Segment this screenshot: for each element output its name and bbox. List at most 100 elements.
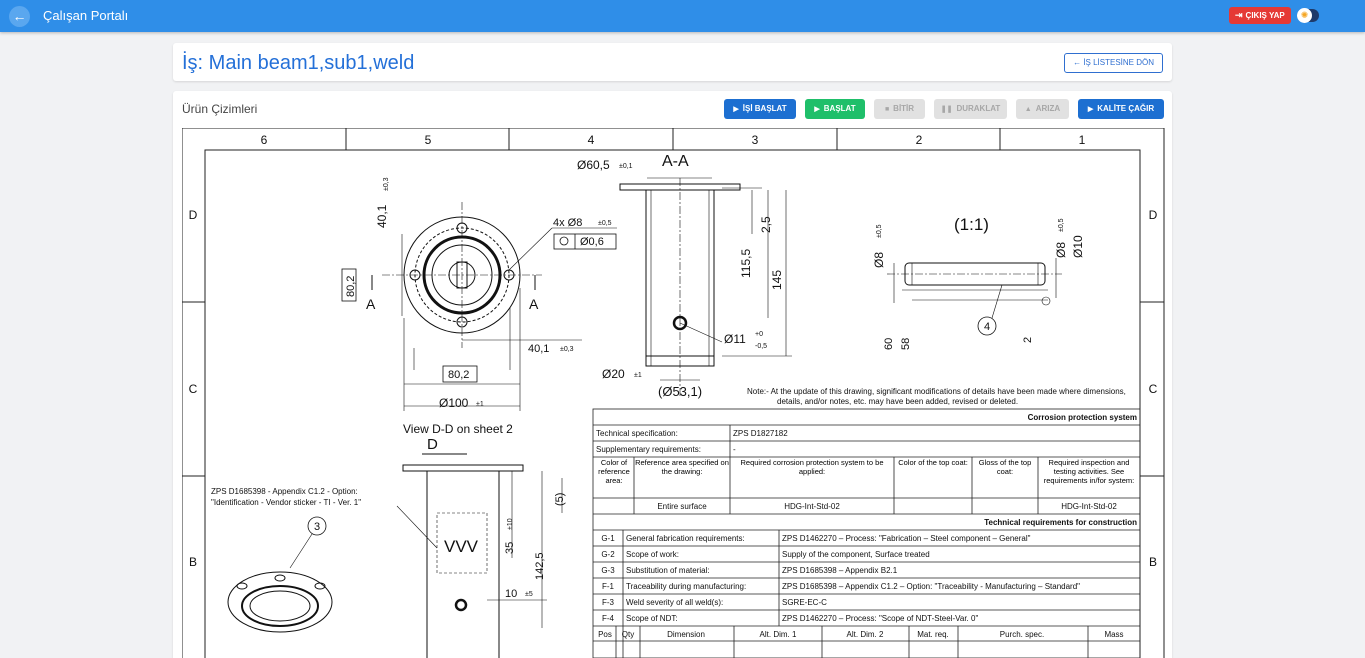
balloon-3-label: 3 <box>314 521 320 533</box>
req-label: Scope of work: <box>626 550 679 559</box>
view-dd-label: View D-D on sheet 2 <box>403 422 513 436</box>
pin-dia-10: Ø10 <box>1071 235 1085 258</box>
col-header-top-color: Color of the top coat: <box>898 458 968 467</box>
action-bar: ▶İŞİ BAŞLAT ▶BAŞLAT ■BİTİR ❚❚DURAKLAT ▲A… <box>724 99 1164 119</box>
bom-col-qty: Qty <box>622 630 634 639</box>
dim-2-5: 2,5 <box>759 216 773 233</box>
req-label: Substitution of material: <box>626 566 710 575</box>
ident-note-line2: "Identification - Vendor sticker - TI - … <box>211 498 361 507</box>
stop-icon: ■ <box>884 106 890 113</box>
column-label-2: 2 <box>916 133 923 147</box>
play-icon: ▶ <box>814 106 820 113</box>
bom-col-dimension: Dimension <box>667 630 705 639</box>
supp-label: Supplementary requirements: <box>596 445 701 454</box>
back-button[interactable]: ← <box>9 6 30 27</box>
tech-req-rows: G-1 General fabrication requirements: ZP… <box>601 534 1080 623</box>
call-quality-button[interactable]: ▶KALİTE ÇAĞIR <box>1078 99 1164 119</box>
tol-1-dia100: ±1 <box>476 401 484 408</box>
section-aa-view <box>619 177 792 398</box>
pin-dia-8-tol: ±0,5 <box>876 224 883 238</box>
req-code: F-4 <box>602 614 615 623</box>
view-d-letter: D <box>427 436 438 453</box>
req-value: SGRE-EC-C <box>782 598 827 607</box>
supp-value: - <box>733 445 736 454</box>
page-title: İş: Main beam1,sub1,weld <box>182 52 415 74</box>
flange-view <box>371 202 617 411</box>
ident-note-line1: ZPS D1685398 - Appendix C1.2 - Option: <box>211 487 358 496</box>
req-label: Scope of NDT: <box>626 614 678 623</box>
position-tolerance: Ø0,6 <box>580 236 604 248</box>
vvv-marking: VVV <box>444 537 479 556</box>
logout-button[interactable]: ⇥ÇIKIŞ YAP <box>1229 7 1291 24</box>
req-value: ZPS D1462270 – Process: "Fabrication – S… <box>782 534 1031 543</box>
dim-10: 10 <box>505 588 517 600</box>
column-label-1: 1 <box>1079 133 1086 147</box>
req-code: F-3 <box>602 598 615 607</box>
col-header-ref-area: Reference area specified on the drawing: <box>635 458 729 476</box>
start-job-label: İŞİ BAŞLAT <box>742 104 787 113</box>
section-title: Ürün Çizimleri <box>182 102 258 116</box>
pin-dia-8-right-tol: ±0,5 <box>1058 218 1065 232</box>
logout-label: ÇIKIŞ YAP <box>1245 11 1285 20</box>
col-header-gloss: Gloss of the top coat: <box>978 458 1032 476</box>
dim-80-bottom: 80,2 <box>448 369 469 381</box>
position-tolerance-frame <box>553 233 617 250</box>
tol-01: ±0,1 <box>619 163 633 170</box>
start-job-button[interactable]: ▶İŞİ BAŞLAT <box>724 99 796 119</box>
column-label-5: 5 <box>425 133 432 147</box>
update-note-line1: Note:- At the update of this drawing, si… <box>747 387 1126 396</box>
dim-40-bottom: 40,1 <box>528 343 549 355</box>
req-label: Traceability during manufacturing: <box>626 582 746 591</box>
bom-grid <box>615 626 1089 658</box>
req-value: Supply of the component, Surface treated <box>782 550 930 559</box>
req-code: G-2 <box>601 550 615 559</box>
corrosion-title: Corrosion protection system <box>1028 413 1137 422</box>
job-header-card: İş: Main beam1,sub1,weld ← İŞ LİSTESİNE … <box>173 43 1172 81</box>
dim-58: 58 <box>900 338 912 350</box>
balloon-3 <box>307 516 327 536</box>
finish-label: BİTİR <box>893 104 915 113</box>
finish-button[interactable]: ■BİTİR <box>874 99 925 119</box>
bom-col-alt1: Alt. Dim. 1 <box>760 630 797 639</box>
update-note-line2: details, and/or notes, etc. may have bee… <box>777 397 1018 406</box>
bom-col-purch: Purch. spec. <box>1000 630 1044 639</box>
bom-col-mat: Mat. req. <box>917 630 949 639</box>
technical-drawing: 6 5 4 3 2 1 D C B D C B <box>182 128 1165 658</box>
tech-spec-value: ZPS D1827182 <box>733 429 788 438</box>
corrosion-row-inspection: HDG-Int-Std-02 <box>1061 502 1117 511</box>
tol-minus-05: -0,5 <box>755 343 767 350</box>
dim-80-side-box <box>341 268 357 302</box>
bom-col-alt2: Alt. Dim. 2 <box>847 630 884 639</box>
back-to-list-label: İŞ LİSTESİNE DÖN <box>1083 58 1154 67</box>
row-label-d-right: D <box>1149 208 1158 222</box>
sun-icon: ✺ <box>1297 8 1312 23</box>
req-label: Weld severity of all weld(s): <box>626 598 723 607</box>
theme-toggle[interactable]: ✺ <box>1297 8 1319 23</box>
row-label-b-right: B <box>1149 555 1157 569</box>
back-to-list-button[interactable]: ← İŞ LİSTESİNE DÖN <box>1064 53 1163 73</box>
sheet-border <box>182 128 1165 658</box>
tech-spec-label: Technical specification: <box>596 429 678 438</box>
balloon-4 <box>977 316 997 336</box>
req-code: F-1 <box>602 582 615 591</box>
dia-53: (Ø53,1) <box>658 384 702 399</box>
bom-col-pos: Pos <box>598 630 612 639</box>
dim-40-top: 40,1 <box>375 204 389 228</box>
fault-button[interactable]: ▲ARIZA <box>1016 99 1069 119</box>
start-label: BAŞLAT <box>823 104 856 113</box>
play-icon: ▶ <box>733 106 739 113</box>
arrow-left-icon: ← <box>12 8 27 24</box>
tol-1-dia20: ±1 <box>634 372 642 379</box>
scale-label: (1:1) <box>954 215 989 234</box>
dim-5: (5) <box>554 493 566 506</box>
req-code: G-3 <box>601 566 615 575</box>
section-aa-title: A-A <box>662 153 689 170</box>
play-icon: ▶ <box>1087 106 1094 113</box>
pause-button[interactable]: ❚❚DURAKLAT <box>934 99 1007 119</box>
start-button[interactable]: ▶BAŞLAT <box>805 99 865 119</box>
fault-label: ARIZA <box>1035 104 1061 113</box>
tech-req-title: Technical requirements for construction <box>984 518 1137 527</box>
pause-label: DURAKLAT <box>956 104 1001 113</box>
row-label-b: B <box>189 555 197 569</box>
column-label-6: 6 <box>261 133 268 147</box>
